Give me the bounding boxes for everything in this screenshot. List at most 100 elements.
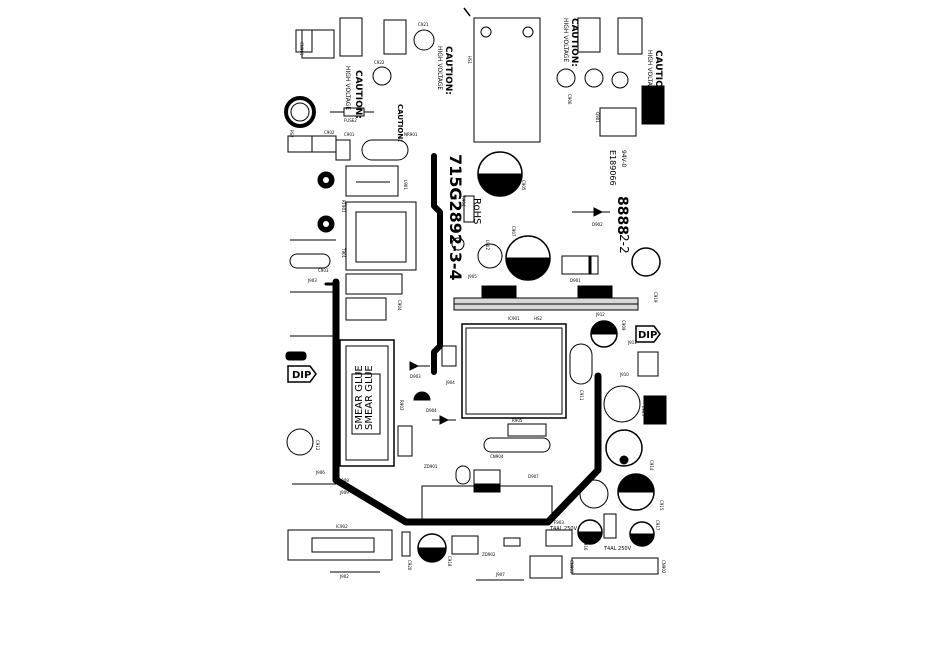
ref-cn903: CN903 xyxy=(569,560,574,574)
j907-body xyxy=(529,555,563,579)
l901-body xyxy=(345,165,399,197)
ref-zd902: ZD902 xyxy=(482,552,496,557)
ref-j912: J912 xyxy=(595,312,605,317)
c921-body xyxy=(339,17,363,57)
c904-body xyxy=(345,297,387,321)
ref-j905: J905 xyxy=(467,274,477,279)
ref-d903: D903 xyxy=(410,374,421,379)
l902-coil xyxy=(477,243,503,269)
fuse-rating-2: T4AL 250V xyxy=(603,546,632,552)
r905-body xyxy=(507,423,547,437)
dip-left-label: DIP xyxy=(292,370,311,381)
ref-j903: J903 xyxy=(307,278,317,283)
high-voltage-4: HIGH VOLTAGE xyxy=(646,50,653,94)
c922-round xyxy=(372,66,392,86)
ref-t901: T901 xyxy=(341,247,346,259)
rating-label: 94V-0 xyxy=(620,150,627,168)
t902-transformer xyxy=(339,339,395,467)
ref-d901: D901 xyxy=(570,278,581,283)
dip-left-marker xyxy=(287,365,317,383)
ref-d904: D904 xyxy=(426,408,437,413)
ref-c915: C915 xyxy=(659,500,664,511)
ref-cn901: CN901 xyxy=(299,42,304,56)
ref-j908: J908 xyxy=(339,478,349,483)
zd901-body xyxy=(473,469,501,485)
ref-j906: J906 xyxy=(315,470,325,475)
high-voltage-1: HIGH VOLTAGE xyxy=(344,66,351,110)
c903-body xyxy=(289,253,331,269)
ref-c904: C904 xyxy=(397,300,402,311)
ref-l903: L903 xyxy=(641,406,646,416)
ref-fuse2: FUSE2 xyxy=(344,118,357,123)
c906-round xyxy=(556,68,576,88)
smear-glue-2: SMEAR GLUE xyxy=(364,365,375,430)
ref-cn902: CN902 xyxy=(661,560,666,574)
ref-zd901: ZD901 xyxy=(424,464,438,469)
ref-c903: C903 xyxy=(318,268,329,273)
area-top-center xyxy=(451,7,665,281)
dip-right-label: DIP xyxy=(638,330,657,341)
ps2-mount xyxy=(284,96,316,128)
area-top-left xyxy=(284,17,435,337)
caution-2: CAUTION: xyxy=(443,46,453,95)
c918-connector xyxy=(451,535,479,555)
ref-c911: C911 xyxy=(579,390,584,401)
ref-ic902: IC902 xyxy=(336,524,348,529)
ref-hs2: HS2 xyxy=(534,316,543,321)
t901-body xyxy=(345,201,417,271)
ic-top-right-body xyxy=(577,17,601,53)
hs1-heatsink xyxy=(473,17,541,143)
caution-5: CAUTION: xyxy=(396,104,404,142)
smear-glue-1: SMEAR GLUE xyxy=(354,365,365,430)
j903-body xyxy=(345,273,403,295)
cn901-body xyxy=(301,29,335,59)
r904-body xyxy=(463,195,475,223)
ref-nr901: NR901 xyxy=(404,132,418,137)
ref-ps2: PS2 xyxy=(289,130,294,138)
d903-mark xyxy=(413,391,431,401)
ref-c920: C920 xyxy=(407,560,412,571)
revision-label: 2-2 xyxy=(617,234,631,254)
ref-j902: J902 xyxy=(339,574,349,579)
ref-cn904: CN904 xyxy=(490,454,504,459)
c901-body xyxy=(335,139,351,161)
ref-r905: R905 xyxy=(512,418,523,423)
c911-oval xyxy=(569,343,593,385)
ref-q901: Q901 xyxy=(595,112,600,123)
fuse-rating-1: T4AL 250V xyxy=(549,526,578,532)
j904-body xyxy=(441,345,457,367)
dip-right-marker xyxy=(635,325,661,343)
trace-upper-bend xyxy=(431,153,443,375)
high-voltage-2: HIGH VOLTAGE xyxy=(436,46,443,90)
f903-fuse xyxy=(545,529,573,547)
ref-c919: C919 xyxy=(653,292,658,303)
c921-round xyxy=(413,29,435,51)
d901-body xyxy=(561,255,599,275)
d907-body xyxy=(483,437,551,453)
date-code-label: E189066 xyxy=(608,150,617,186)
ref-rt901: RT901 xyxy=(341,200,346,213)
cn904-oval xyxy=(455,465,471,485)
part-number-label: 715G2892-3-4 xyxy=(446,154,465,281)
ref-c921: C921 xyxy=(418,22,429,27)
caution-4: CAUTION: xyxy=(653,50,663,99)
l904-coil xyxy=(579,479,609,509)
nr901-body xyxy=(361,139,409,161)
c921b-body xyxy=(383,19,407,55)
left-box xyxy=(290,291,337,337)
ref-ic901: IC901 xyxy=(508,316,520,321)
caution-1: CAUTION: xyxy=(353,70,363,119)
ref-c902: C902 xyxy=(324,130,335,135)
ref-hs1: HS1 xyxy=(467,56,472,65)
ref-d907: D907 xyxy=(528,474,539,479)
rohs-label: RoHS xyxy=(471,198,482,224)
ref-c916: C916 xyxy=(583,540,588,551)
cn902-connector xyxy=(571,557,659,575)
area-left-lower xyxy=(285,339,411,561)
l903-coil xyxy=(603,385,641,423)
ref-c914: C914 xyxy=(649,460,654,471)
q901-heatsink xyxy=(641,85,665,125)
ref-r903: R903 xyxy=(399,400,404,411)
j902-body xyxy=(287,529,393,561)
